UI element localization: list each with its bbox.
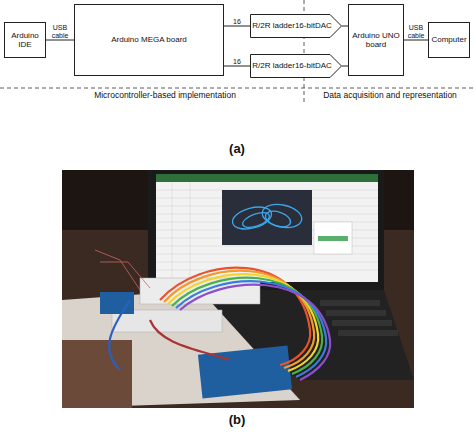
edge-label: USB cable xyxy=(47,24,73,39)
edge-label: 16 xyxy=(225,18,249,25)
dac-block: R/2R ladder16-bitDAC xyxy=(250,14,342,38)
region-label: Microcontroller-based implementation xyxy=(70,91,260,100)
panel-label: (b) xyxy=(207,413,267,427)
edge-label: USB cable xyxy=(405,24,427,39)
region-label: Data acquisition and representation xyxy=(306,91,474,100)
board-box: Arduino MEGA board xyxy=(74,4,224,76)
setup-photo xyxy=(62,170,414,408)
node-text: Arduino UNO board xyxy=(349,31,403,49)
board-box: Arduino UNO board xyxy=(348,4,404,76)
panel-label: (a) xyxy=(207,142,267,156)
node-text: R/2R ladder16-bitDAC xyxy=(250,21,334,30)
node-text: R/2R ladder16-bitDAC xyxy=(250,61,334,70)
node-text: Arduino IDE xyxy=(5,31,45,49)
region-border xyxy=(0,0,474,104)
node-text: Computer xyxy=(429,35,468,44)
wire-connector xyxy=(224,66,250,67)
wire-connector xyxy=(224,26,250,27)
node-text: Arduino MEGA board xyxy=(109,35,189,44)
wire-connector xyxy=(46,40,74,41)
software-box: Arduino IDE xyxy=(4,22,46,58)
edge-label: 16 xyxy=(225,58,249,65)
computer-box: Computer xyxy=(428,22,470,58)
wire-connector xyxy=(404,40,428,41)
dac-block: R/2R ladder16-bitDAC xyxy=(250,54,342,78)
